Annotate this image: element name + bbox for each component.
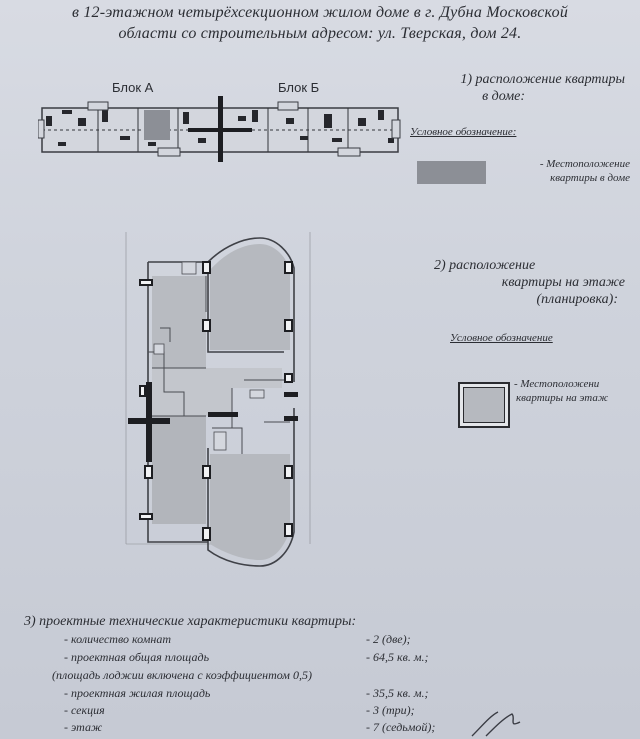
section2-title-line2: квартиры на этаже bbox=[501, 275, 625, 290]
signature-mark bbox=[471, 711, 521, 737]
section1-title-line2: в доме: bbox=[482, 89, 525, 104]
apartment-in-house-swatch bbox=[417, 161, 486, 184]
section1-legend-desc-line2: квартиры в доме bbox=[550, 172, 630, 184]
section2-legend-desc-line1: - Местоположени bbox=[514, 378, 600, 390]
section2-legend-title: Условное обозначение bbox=[450, 332, 553, 344]
block-b-label: Блок Б bbox=[278, 80, 320, 95]
building-plan bbox=[38, 96, 401, 162]
section2-title-line1: 2) расположение bbox=[434, 258, 536, 273]
section1-legend-desc: - Местоположение квартиры в доме bbox=[500, 157, 630, 185]
spec-floor-label: - этаж bbox=[64, 720, 103, 734]
spec-rooms-value: - 2 (две); bbox=[366, 632, 411, 646]
spec-rooms-label: - количество комнат bbox=[64, 632, 171, 646]
spec-floor-value: - 7 (седьмой); bbox=[366, 720, 436, 734]
section1-title-line1: 1) расположение квартиры bbox=[460, 72, 625, 87]
section1-legend-title: Условное обозначение: bbox=[410, 126, 517, 138]
spec-section-label: - секция bbox=[64, 703, 105, 717]
section2-legend-desc-line2: квартиры на этаж bbox=[516, 392, 609, 404]
floor-plan bbox=[125, 232, 311, 567]
section2-title-line3: (планировка): bbox=[536, 292, 618, 307]
specs-title: 3) проектные технические характеристики … bbox=[24, 614, 357, 629]
header-line-1: в 12-этажном четырёхсекционном жилом дом… bbox=[71, 4, 569, 21]
apartment-on-floor-swatch bbox=[458, 382, 510, 428]
section2-legend-desc: - Местоположени квартиры на этаж bbox=[514, 377, 640, 405]
spec-loggia-note: (площадь лоджии включена с коэффициентом… bbox=[52, 668, 312, 682]
block-a-label: Блок А bbox=[112, 80, 154, 95]
spec-section-value: - 3 (три); bbox=[366, 703, 415, 717]
spec-total-area-value: - 64,5 кв. м.; bbox=[366, 650, 429, 664]
header-line-2: области со строительным адресом: ул. Тве… bbox=[118, 25, 522, 42]
spec-living-area-value: - 35,5 кв. м.; bbox=[366, 686, 429, 700]
section1-legend-desc-line1: - Местоположение bbox=[539, 158, 630, 170]
spec-living-area-label: - проектная жилая площадь bbox=[64, 686, 211, 700]
spec-total-area-label: - проектная общая площадь bbox=[64, 650, 210, 664]
